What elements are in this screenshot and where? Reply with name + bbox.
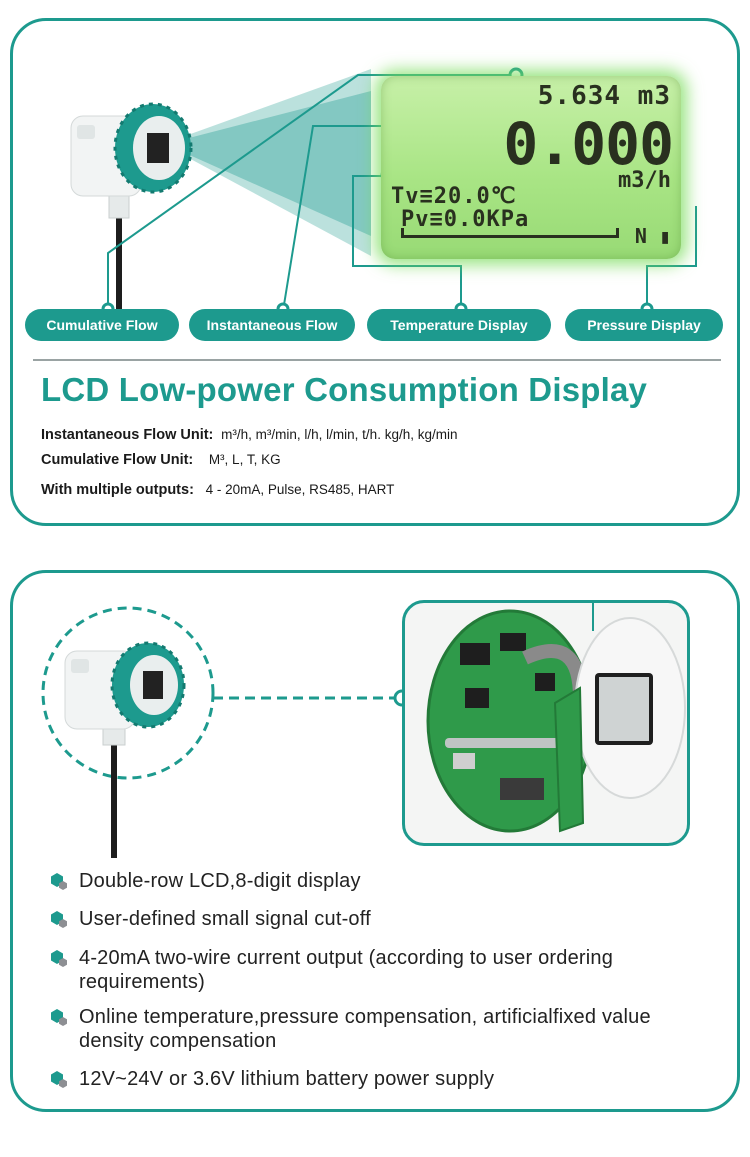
spec-row-outputs: With multiple outputs: 4 - 20mA, Pulse, … — [41, 482, 395, 498]
section-divider — [33, 359, 721, 361]
lcd-diagram — [70, 67, 697, 316]
circuit-board-photo — [402, 600, 690, 846]
lcd-pressure-reading: Pv≡0.0KPa — [401, 207, 530, 232]
lcd-cumulative-reading: 5.634 m3 — [537, 81, 671, 111]
device-zoom-diagram — [41, 606, 411, 858]
section-headline: LCD Low-power Consumption Display — [41, 371, 648, 408]
features-card: Double-row LCD,8-digit display User-defi… — [10, 570, 740, 1112]
feature-item: User-defined small signal cut-off — [49, 907, 709, 933]
feature-item: 12V~24V or 3.6V lithium battery power su… — [49, 1067, 709, 1093]
circuit-board-illustration — [426, 603, 686, 833]
callout-cumulative-flow: Cumulative Flow — [25, 309, 179, 341]
feature-item: 4-20mA two-wire current output (accordin… — [49, 946, 709, 996]
hexagon-bullet-icon — [51, 1009, 67, 1026]
hexagon-bullet-icon — [51, 950, 67, 967]
hexagon-bullet-icon — [51, 1071, 67, 1088]
spec-row-instantaneous-unit: Instantaneous Flow Unit: m³/h, m³/min, l… — [41, 427, 458, 443]
hexagon-bullet-icon — [51, 873, 67, 890]
feature-item: Online temperature,pressure compensation… — [49, 1005, 709, 1055]
feature-text: 4-20mA two-wire current output (accordin… — [79, 947, 614, 993]
callout-temperature-display: Temperature Display — [367, 309, 551, 341]
lcd-screen: 5.634 m3 0.000 m3/h Tv≡20.0℃ Pv≡0.0KPa N… — [381, 76, 681, 259]
feature-text: User-defined small signal cut-off — [79, 908, 371, 930]
callout-instantaneous-flow: Instantaneous Flow — [189, 309, 355, 341]
hexagon-bullet-icon — [51, 911, 67, 928]
feature-text: 12V~24V or 3.6V lithium battery power su… — [79, 1068, 495, 1090]
feature-text: Online temperature,pressure compensation… — [79, 1006, 651, 1052]
lcd-feature-card: 5.634 m3 0.000 m3/h Tv≡20.0℃ Pv≡0.0KPa N… — [10, 18, 740, 526]
lcd-instantaneous-unit: m3/h — [618, 168, 671, 193]
lcd-bar-graph — [401, 228, 619, 238]
lcd-mode-indicator: N ▮ — [634, 224, 671, 248]
callout-pressure-display: Pressure Display — [565, 309, 723, 341]
feature-text: Double-row LCD,8-digit display — [79, 870, 361, 892]
lcd-temperature-reading: Tv≡20.0℃ — [391, 184, 517, 209]
spec-row-cumulative-unit: Cumulative Flow Unit: M³, L, T, KG — [41, 452, 281, 468]
feature-item: Double-row LCD,8-digit display — [49, 869, 709, 895]
lcd-instantaneous-reading: 0.000 — [503, 110, 674, 178]
